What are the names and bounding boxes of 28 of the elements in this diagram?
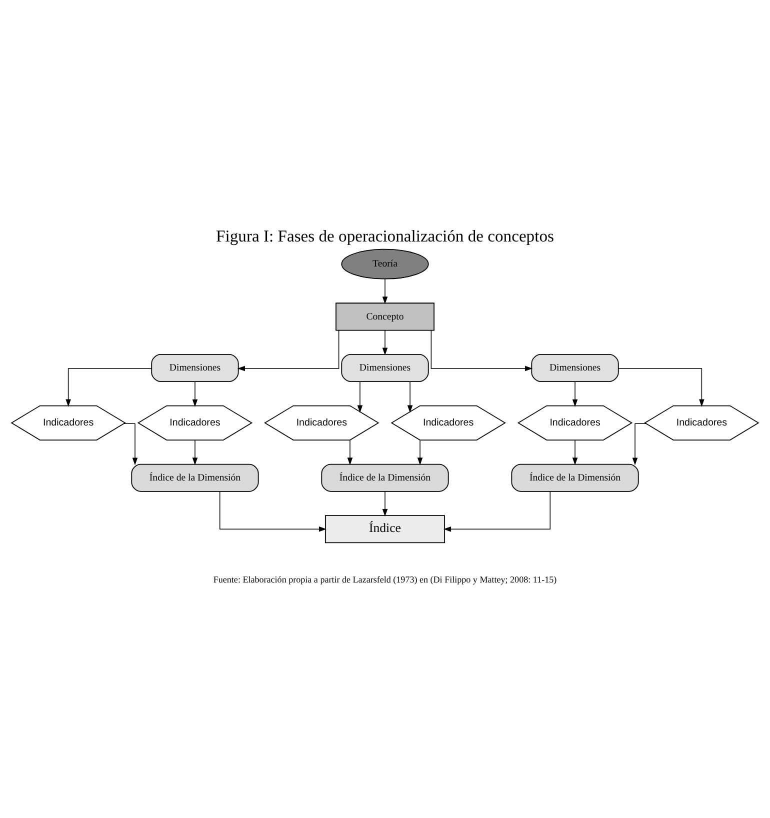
arrow [417, 439, 423, 465]
node-ellipse: Teoría [341, 248, 429, 279]
arrow [382, 330, 388, 355]
diagram-title: Figura I: Fases de operacionalización de conceptos [216, 226, 554, 245]
node-box: Dimensiones [151, 353, 239, 382]
arrow [237, 329, 340, 371]
arrow [382, 490, 388, 516]
arrow [219, 490, 327, 532]
arrow [572, 439, 578, 465]
node-box: Índice [324, 514, 446, 543]
node-box: Concepto [336, 302, 434, 330]
arrow [347, 439, 353, 465]
arrow [407, 380, 413, 412]
arrow [443, 490, 551, 532]
node-box: Dimensiones [531, 353, 619, 382]
node-box: Índice de la Dimensión [321, 463, 449, 492]
node-box: Índice de la Dimensión [511, 463, 639, 492]
arrow [618, 368, 704, 406]
node-box: Dimensiones [341, 353, 429, 382]
arrow [192, 380, 198, 406]
arrow [66, 368, 152, 406]
arrow [430, 329, 533, 371]
arrow [192, 439, 198, 465]
arrow [572, 380, 578, 406]
arrow [382, 278, 388, 304]
arrow [357, 380, 363, 412]
caption: Fuente: Elaboración propia a partir de Lazarsfeld (1973) en (Di Filippo y Mattey; 2008: 11-15) [213, 574, 557, 584]
node-box: Índice de la Dimensión [131, 463, 259, 492]
